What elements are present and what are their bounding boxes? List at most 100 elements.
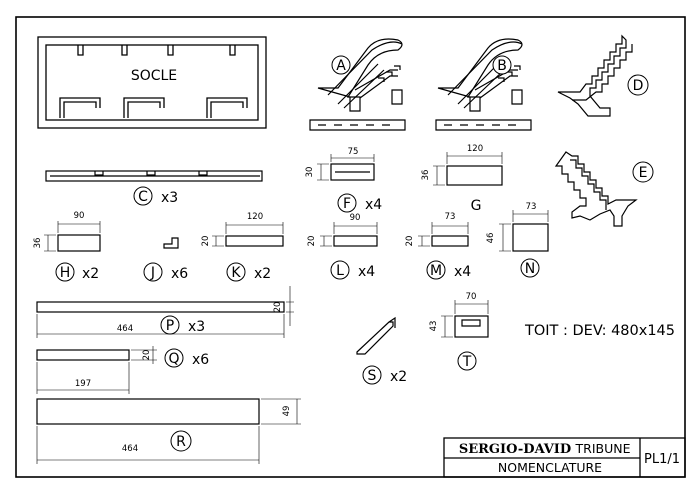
part-n-dims: [499, 210, 549, 252]
part-b-letter: B: [497, 58, 507, 74]
part-d-marker: [627, 74, 649, 96]
socle-part: [37, 36, 267, 129]
part-s-shape: [356, 316, 396, 355]
part-q-width: 197: [75, 379, 91, 389]
part-l-letter: L: [336, 263, 344, 279]
part-h-marker: [55, 262, 75, 282]
part-g-height: 36: [421, 170, 431, 181]
part-c-qty: x3: [161, 190, 178, 206]
part-f-marker: [337, 193, 357, 213]
part-f-qty: x4: [365, 197, 382, 213]
part-m-marker: [426, 260, 446, 280]
part-j-letter: J: [150, 265, 155, 281]
part-f-dims: [317, 154, 375, 181]
part-m-dims: [418, 222, 469, 247]
part-p-dims: [36, 286, 294, 338]
part-b-staircase: [435, 38, 532, 131]
part-g-width: 120: [467, 144, 483, 154]
part-n-letter: N: [525, 261, 535, 277]
part-l-dims: [320, 222, 378, 247]
part-c-rail: [45, 170, 263, 182]
part-r-height: 49: [282, 406, 292, 417]
part-t-height: 43: [429, 321, 439, 332]
part-j-shape: [163, 237, 179, 249]
part-h-qty: x2: [82, 266, 99, 282]
part-e-marker: [632, 161, 654, 183]
part-m-height: 20: [405, 236, 415, 247]
part-b-marker: [492, 55, 512, 75]
title-plate: PL1/1: [644, 452, 680, 467]
part-s-marker: [362, 365, 382, 385]
part-n-marker: [520, 258, 540, 278]
part-t-dims: [441, 300, 489, 338]
roof-note: TOIT : DEV: 480x145: [524, 323, 675, 339]
part-f-width: 75: [348, 147, 359, 157]
part-l-qty: x4: [358, 264, 375, 280]
part-j-marker: [143, 262, 163, 282]
part-l-shape: [333, 235, 378, 247]
part-q-height: 20: [142, 350, 152, 361]
part-q-marker: [164, 348, 184, 368]
part-q-dims: [36, 346, 157, 394]
part-f-shape: [330, 163, 375, 181]
part-d-stair-side: [557, 34, 633, 117]
part-d-letter: D: [633, 78, 644, 94]
part-t-marker: [457, 351, 477, 371]
part-k-marker: [226, 262, 246, 282]
part-c-marker: [133, 186, 153, 206]
part-f-height: 30: [305, 167, 315, 178]
sheet-frame: [15, 16, 686, 478]
part-k-width: 120: [247, 212, 263, 222]
part-p-letter: P: [166, 318, 174, 334]
part-k-letter: K: [231, 265, 241, 281]
part-r-letter: R: [176, 434, 186, 450]
part-s-qty: x2: [390, 369, 407, 385]
part-g-shape: [446, 165, 503, 186]
part-r-marker: [170, 430, 192, 452]
part-k-shape: [225, 235, 284, 247]
part-a-letter: A: [336, 58, 346, 74]
part-m-qty: x4: [454, 264, 471, 280]
part-q-shape: [36, 349, 130, 361]
part-n-height: 46: [486, 233, 496, 244]
part-e-letter: E: [639, 165, 648, 181]
part-h-height: 36: [33, 238, 43, 249]
part-p-width: 464: [117, 324, 133, 334]
part-k-dims: [212, 222, 284, 247]
part-m-letter: M: [430, 263, 442, 279]
part-c-letter: C: [138, 189, 148, 205]
part-s-letter: S: [368, 368, 377, 384]
part-q-letter: Q: [168, 351, 179, 367]
part-m-shape: [431, 235, 469, 247]
part-p-shape: [36, 301, 285, 313]
part-p-height: 20: [273, 302, 283, 313]
title-project: SERGIO-DAVID: [459, 442, 571, 457]
part-r-shape: [36, 398, 260, 425]
part-h-width: 90: [74, 211, 85, 221]
part-k-height: 20: [201, 236, 211, 247]
part-r-width: 464: [122, 444, 138, 454]
part-l-marker: [330, 260, 350, 280]
part-h-letter: H: [60, 265, 71, 281]
part-l-height: 20: [307, 236, 317, 247]
socle-label: SOCLE: [131, 68, 177, 84]
part-p-qty: x3: [188, 319, 205, 335]
part-n-width: 73: [526, 202, 537, 212]
part-g-letter: G: [471, 198, 482, 214]
part-h-dims: [44, 221, 101, 252]
part-t-letter: T: [462, 354, 472, 370]
title-block: [443, 437, 686, 478]
part-t-width: 70: [466, 292, 477, 302]
title-subject: TRIBUNE: [575, 441, 631, 456]
part-p-marker: [160, 315, 180, 335]
part-j-qty: x6: [171, 266, 188, 282]
part-e-stair-side: [554, 151, 638, 227]
part-g-dims: [433, 152, 503, 186]
part-f-letter: F: [343, 196, 351, 212]
part-n-shape: [512, 223, 549, 252]
part-k-qty: x2: [254, 266, 271, 282]
part-l-width: 90: [350, 213, 361, 223]
part-m-width: 73: [445, 212, 456, 222]
part-a-staircase: [309, 38, 406, 131]
